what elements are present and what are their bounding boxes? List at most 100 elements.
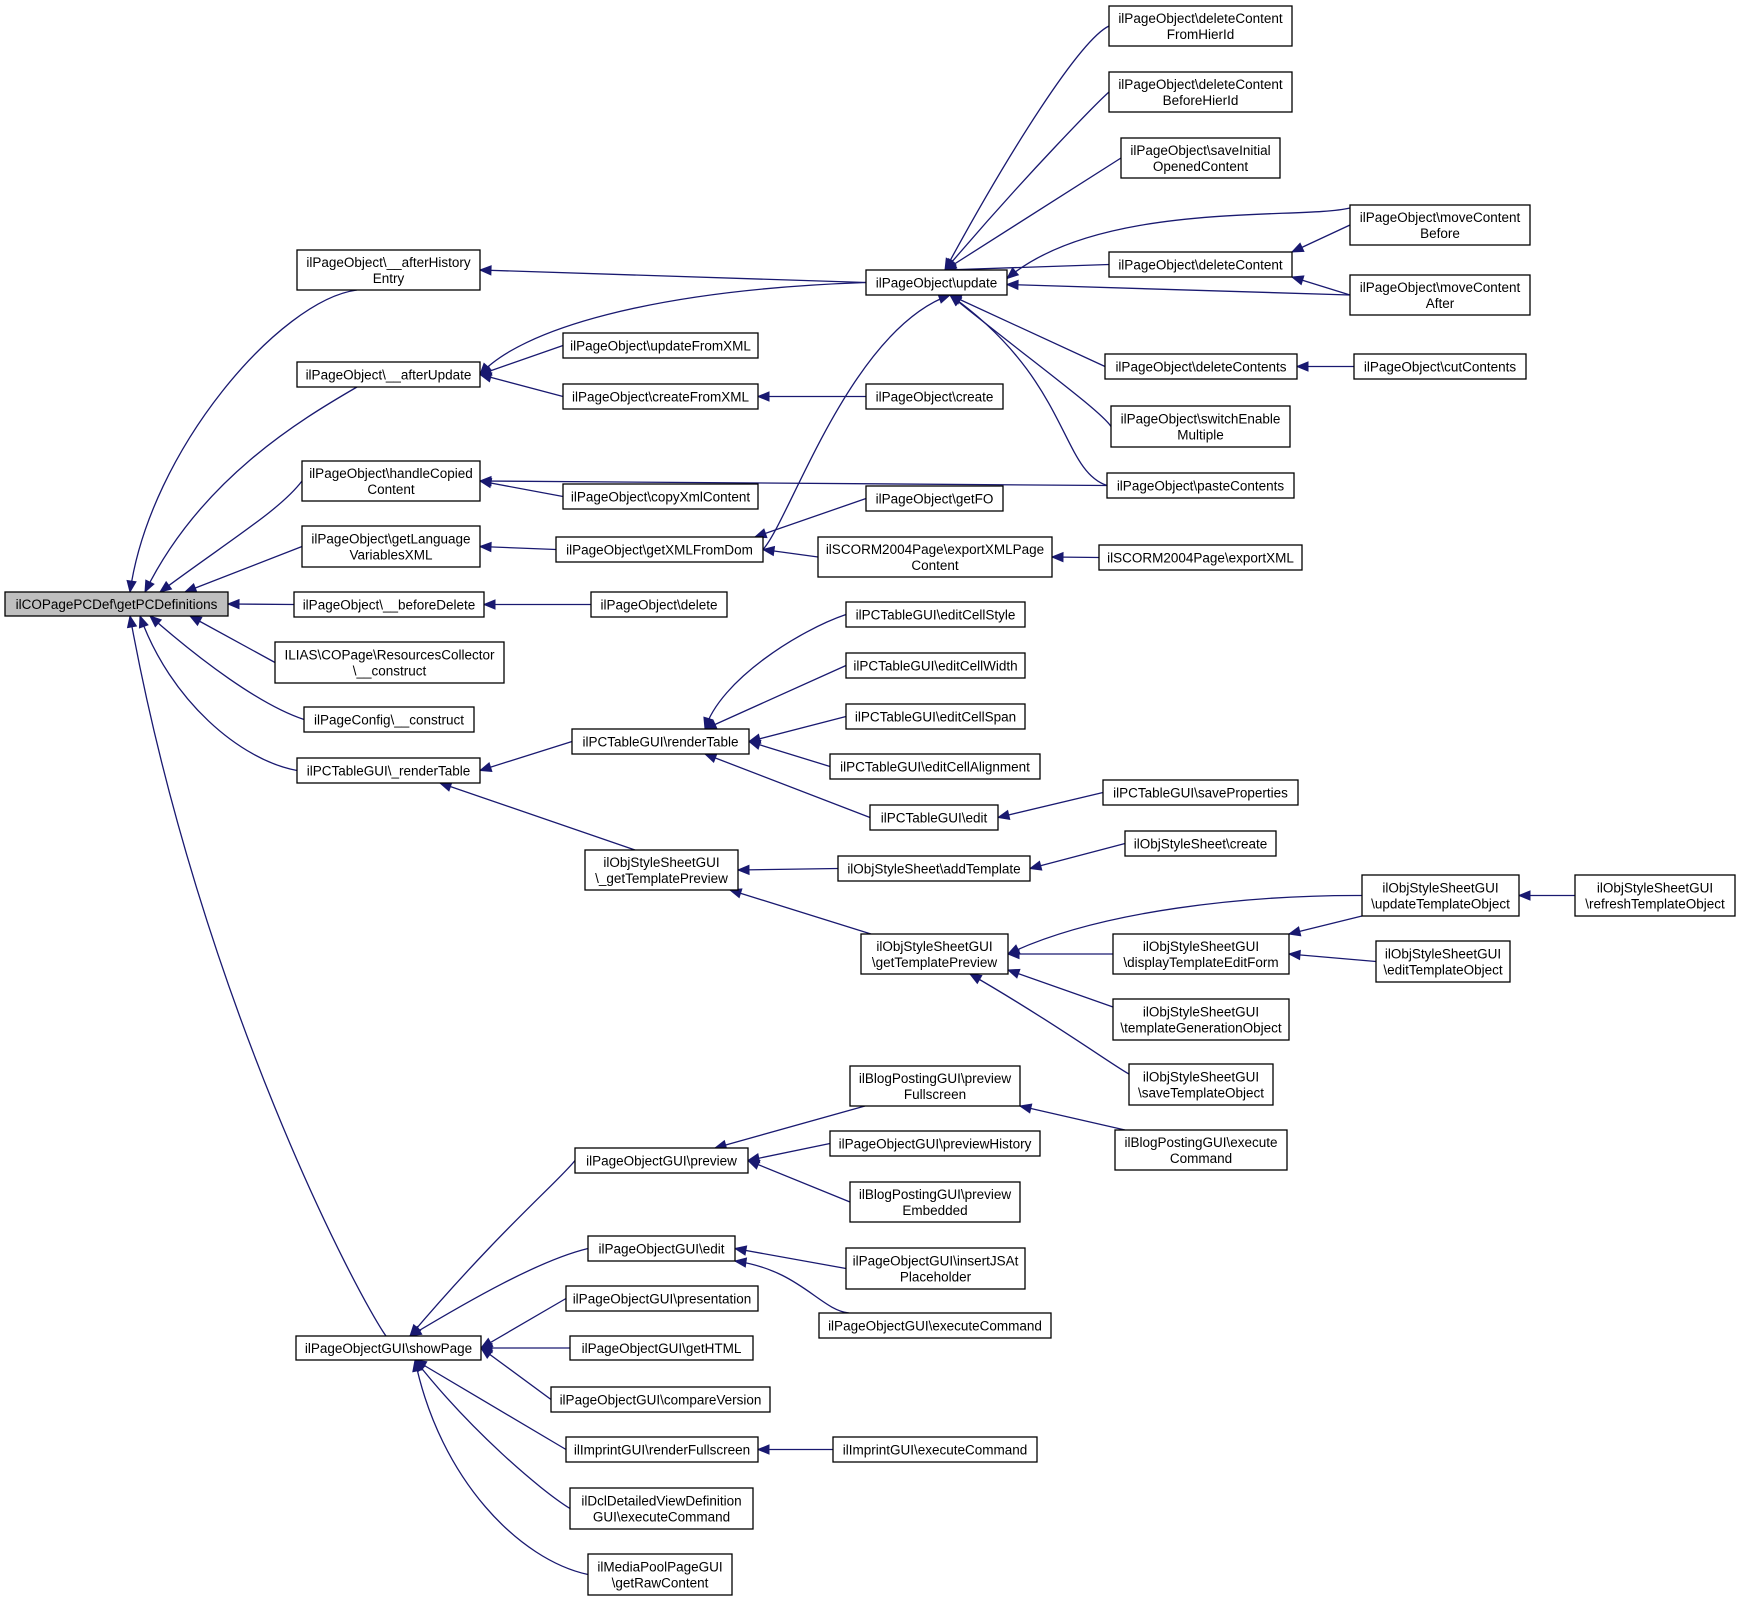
node-update-template-object[interactable]: ilObjStyleSheetGUI\updateTemplateObject bbox=[1361, 874, 1520, 917]
node-style-sheet-create[interactable]: ilObjStyleSheet\create bbox=[1124, 830, 1277, 857]
node-gui-preview[interactable]: ilPageObjectGUI\preview bbox=[574, 1147, 749, 1174]
node-imprint-render-fullscreen[interactable]: ilImprintGUI\renderFullscreen bbox=[565, 1436, 759, 1463]
node-label: Entry bbox=[373, 271, 405, 286]
node-box bbox=[569, 1487, 754, 1530]
node-gui-preview-history[interactable]: ilPageObjectGUI\previewHistory bbox=[829, 1130, 1041, 1157]
node-cut-contents[interactable]: ilPageObject\cutContents bbox=[1353, 353, 1527, 380]
node-page-config-construct[interactable]: ilPageConfig\__construct bbox=[303, 706, 475, 733]
node-page-object-create[interactable]: ilPageObject\create bbox=[865, 383, 1004, 410]
node-update[interactable]: ilPageObject\update bbox=[865, 269, 1008, 296]
node-add-template[interactable]: ilObjStyleSheet\addTemplate bbox=[837, 855, 1031, 882]
node-edit-cell-width[interactable]: ilPCTableGUI\editCellWidth bbox=[845, 652, 1026, 679]
edge-root-afterUpdate bbox=[144, 386, 358, 593]
node-get-x-m-l-from-dom[interactable]: ilPageObject\getXMLFromDom bbox=[555, 536, 764, 563]
node-save-properties-node[interactable]: ilPCTableGUI\saveProperties bbox=[1102, 779, 1299, 806]
node-before-delete[interactable]: ilPageObject\__beforeDelete bbox=[293, 591, 485, 618]
node-box bbox=[1361, 874, 1520, 917]
node-edit-cell-alignment[interactable]: ilPCTableGUI\editCellAlignment bbox=[829, 753, 1041, 780]
node-label: ilImprintGUI\executeCommand bbox=[843, 1443, 1028, 1458]
node-label: ilBlogPostingGUI\preview bbox=[859, 1071, 1012, 1086]
node-save-template-object[interactable]: ilObjStyleSheetGUI\saveTemplateObject bbox=[1128, 1063, 1274, 1106]
node-label: BeforeHierId bbox=[1163, 93, 1239, 108]
node-label: \refreshTemplateObject bbox=[1585, 897, 1725, 912]
node-gui-presentation[interactable]: ilPageObjectGUI\presentation bbox=[565, 1285, 759, 1312]
arrowhead bbox=[1018, 1103, 1033, 1114]
node-delete-contents[interactable]: ilPageObject\deleteContents bbox=[1104, 353, 1298, 380]
node-box bbox=[562, 332, 759, 359]
node-blog-execute-command[interactable]: ilBlogPostingGUI\executeCommand bbox=[1114, 1129, 1288, 1171]
node-dcl-detailed[interactable]: ilDclDetailedViewDefinitionGUI\executeCo… bbox=[569, 1487, 754, 1530]
arrowhead bbox=[478, 762, 493, 773]
node-update-from-x-m-l[interactable]: ilPageObject\updateFromXML bbox=[562, 332, 759, 359]
node-label: ilPageObject\deleteContent bbox=[1118, 258, 1283, 273]
node-delete-content[interactable]: ilPageObject\deleteContent bbox=[1108, 251, 1293, 278]
edge-handleCopiedContent-copyXmlContent bbox=[479, 480, 564, 498]
node-label: After bbox=[1426, 296, 1455, 311]
node-edit-cell-span[interactable]: ilPCTableGUI\editCellSpan bbox=[845, 703, 1026, 730]
node-label: ilPageObjectGUI\executeCommand bbox=[828, 1319, 1042, 1334]
node-resources-collector[interactable]: ILIAS\COPage\ResourcesCollector\__constr… bbox=[274, 641, 505, 684]
node-copy-xml-content[interactable]: ilPageObject\copyXmlContent bbox=[562, 483, 759, 510]
node-show-page[interactable]: ilPageObjectGUI\showPage bbox=[295, 1335, 482, 1361]
node-box bbox=[865, 269, 1008, 296]
node-box bbox=[1098, 544, 1303, 571]
node-display-template-edit-form[interactable]: ilObjStyleSheetGUI\displayTemplateEditFo… bbox=[1112, 933, 1290, 975]
node-box bbox=[550, 1386, 771, 1413]
node-paste-contents[interactable]: ilPageObject\pasteContents bbox=[1106, 472, 1295, 499]
arrowhead bbox=[478, 372, 493, 383]
node-box bbox=[1104, 353, 1298, 380]
node-create-from-x-m-l[interactable]: ilPageObject\createFromXML bbox=[562, 383, 759, 410]
edge-getTemplatePreview-templateGenerationObject bbox=[1007, 969, 1114, 1008]
edge-update-moveContentAfter bbox=[1006, 283, 1351, 296]
node-imprint-execute-command[interactable]: ilImprintGUI\executeCommand bbox=[832, 1436, 1038, 1463]
node-box bbox=[303, 706, 475, 733]
node-get-template-preview[interactable]: ilObjStyleSheetGUI\getTemplatePreview bbox=[860, 933, 1009, 975]
arrowhead bbox=[1028, 860, 1043, 871]
node-gui-get-h-t-m-l[interactable]: ilPageObjectGUI\getHTML bbox=[569, 1335, 754, 1361]
node-get-f-o[interactable]: ilPageObject\getFO bbox=[865, 485, 1004, 512]
arrowhead bbox=[144, 579, 155, 594]
node-root[interactable]: ilCOPagePCDef\getPCDefinitions bbox=[4, 591, 229, 617]
node-label: ilPCTableGUI\edit bbox=[881, 811, 988, 826]
node-media-pool[interactable]: ilMediaPoolPageGUI\getRawContent bbox=[587, 1553, 733, 1596]
edge-addTemplate-styleSheetCreate bbox=[1029, 842, 1126, 870]
node-label: ilPageObjectGUI\getHTML bbox=[582, 1341, 742, 1356]
node-refresh-template-object[interactable]: ilObjStyleSheetGUI\refreshTemplateObject bbox=[1574, 874, 1736, 917]
node-get-template-preview-underscore[interactable]: ilObjStyleSheetGUI\_getTemplatePreview bbox=[584, 849, 739, 891]
node-pc-table-edit[interactable]: ilPCTableGUI\edit bbox=[869, 804, 999, 831]
edge-update-deleteContent bbox=[944, 263, 1110, 271]
edge-guiPreview-guiPreviewHistory bbox=[747, 1142, 831, 1162]
node-label: ilPCTableGUI\renderTable bbox=[582, 735, 738, 750]
node-box bbox=[296, 757, 481, 784]
node-template-generation-object[interactable]: ilObjStyleSheetGUI\templateGenerationObj… bbox=[1112, 998, 1290, 1041]
node-box bbox=[587, 1553, 733, 1596]
node-page-object-delete[interactable]: ilPageObject\delete bbox=[590, 591, 728, 618]
edge-showPage-guiPreview bbox=[409, 1160, 576, 1337]
node-gui-compare-version[interactable]: ilPageObjectGUI\compareVersion bbox=[550, 1386, 771, 1413]
node-label: ilObjStyleSheet\create bbox=[1134, 837, 1268, 852]
node-gui-edit[interactable]: ilPageObjectGUI\edit bbox=[587, 1235, 736, 1262]
node-edit-template-object[interactable]: ilObjStyleSheetGUI\editTemplateObject bbox=[1375, 940, 1511, 983]
arrowhead bbox=[733, 1245, 748, 1256]
arrowhead bbox=[149, 615, 163, 628]
node-render-table[interactable]: ilPCTableGUI\renderTable bbox=[571, 728, 750, 755]
node-after-update[interactable]: ilPageObject\__afterUpdate bbox=[296, 361, 481, 388]
node-gui-execute-command[interactable]: ilPageObjectGUI\executeCommand bbox=[818, 1312, 1052, 1339]
node-export-x-m-l[interactable]: ilSCORM2004Page\exportXML bbox=[1098, 544, 1303, 571]
node-edit-cell-style[interactable]: ilPCTableGUI\editCellStyle bbox=[845, 601, 1026, 628]
node-pc-table-render-table[interactable]: ilPCTableGUI\_renderTable bbox=[296, 757, 481, 784]
